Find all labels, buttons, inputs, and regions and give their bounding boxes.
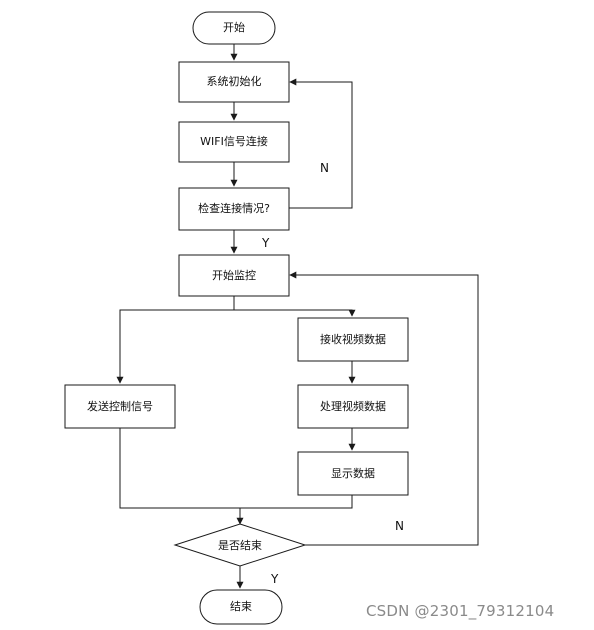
label-check-yes: Y bbox=[261, 236, 270, 250]
label-end-no: N bbox=[395, 519, 404, 533]
node-init-label: 系统初始化 bbox=[207, 74, 262, 88]
edge-check-no-loop bbox=[288, 78, 353, 209]
node-start: 开始 bbox=[192, 11, 276, 45]
watermark: CSDN @2301_79312104 bbox=[366, 602, 555, 620]
connectors bbox=[116, 44, 479, 589]
node-monitor: 开始监控 bbox=[178, 254, 290, 297]
node-display: 显示数据 bbox=[297, 451, 409, 496]
node-decision-label: 是否结束 bbox=[218, 539, 262, 552]
edge-send-merge bbox=[119, 428, 353, 509]
label-check-no: N bbox=[320, 161, 329, 175]
node-monitor-label: 开始监控 bbox=[212, 268, 256, 282]
node-end-label: 结束 bbox=[230, 600, 252, 613]
node-receive-label: 接收视频数据 bbox=[320, 332, 386, 346]
node-init: 系统初始化 bbox=[178, 61, 290, 103]
node-display-label: 显示数据 bbox=[331, 466, 375, 480]
node-wifi: WIFI信号连接 bbox=[178, 121, 290, 163]
edge-decision-no-loop bbox=[289, 271, 479, 546]
node-check: 检查连接情况? bbox=[178, 187, 290, 231]
node-end: 结束 bbox=[199, 589, 283, 625]
node-start-label: 开始 bbox=[223, 20, 245, 34]
edge-monitor-receive bbox=[234, 309, 356, 317]
node-process: 处理视频数据 bbox=[297, 384, 409, 429]
edge-monitor-send bbox=[116, 296, 235, 384]
node-decision: 是否结束 bbox=[173, 523, 307, 567]
node-process-label: 处理视频数据 bbox=[320, 399, 386, 413]
label-end-yes: Y bbox=[270, 572, 279, 586]
node-wifi-label: WIFI信号连接 bbox=[200, 135, 268, 148]
node-send: 发送控制信号 bbox=[64, 384, 176, 429]
node-check-label: 检查连接情况? bbox=[198, 201, 270, 215]
node-send-label: 发送控制信号 bbox=[87, 399, 153, 413]
node-receive: 接收视频数据 bbox=[297, 317, 409, 362]
